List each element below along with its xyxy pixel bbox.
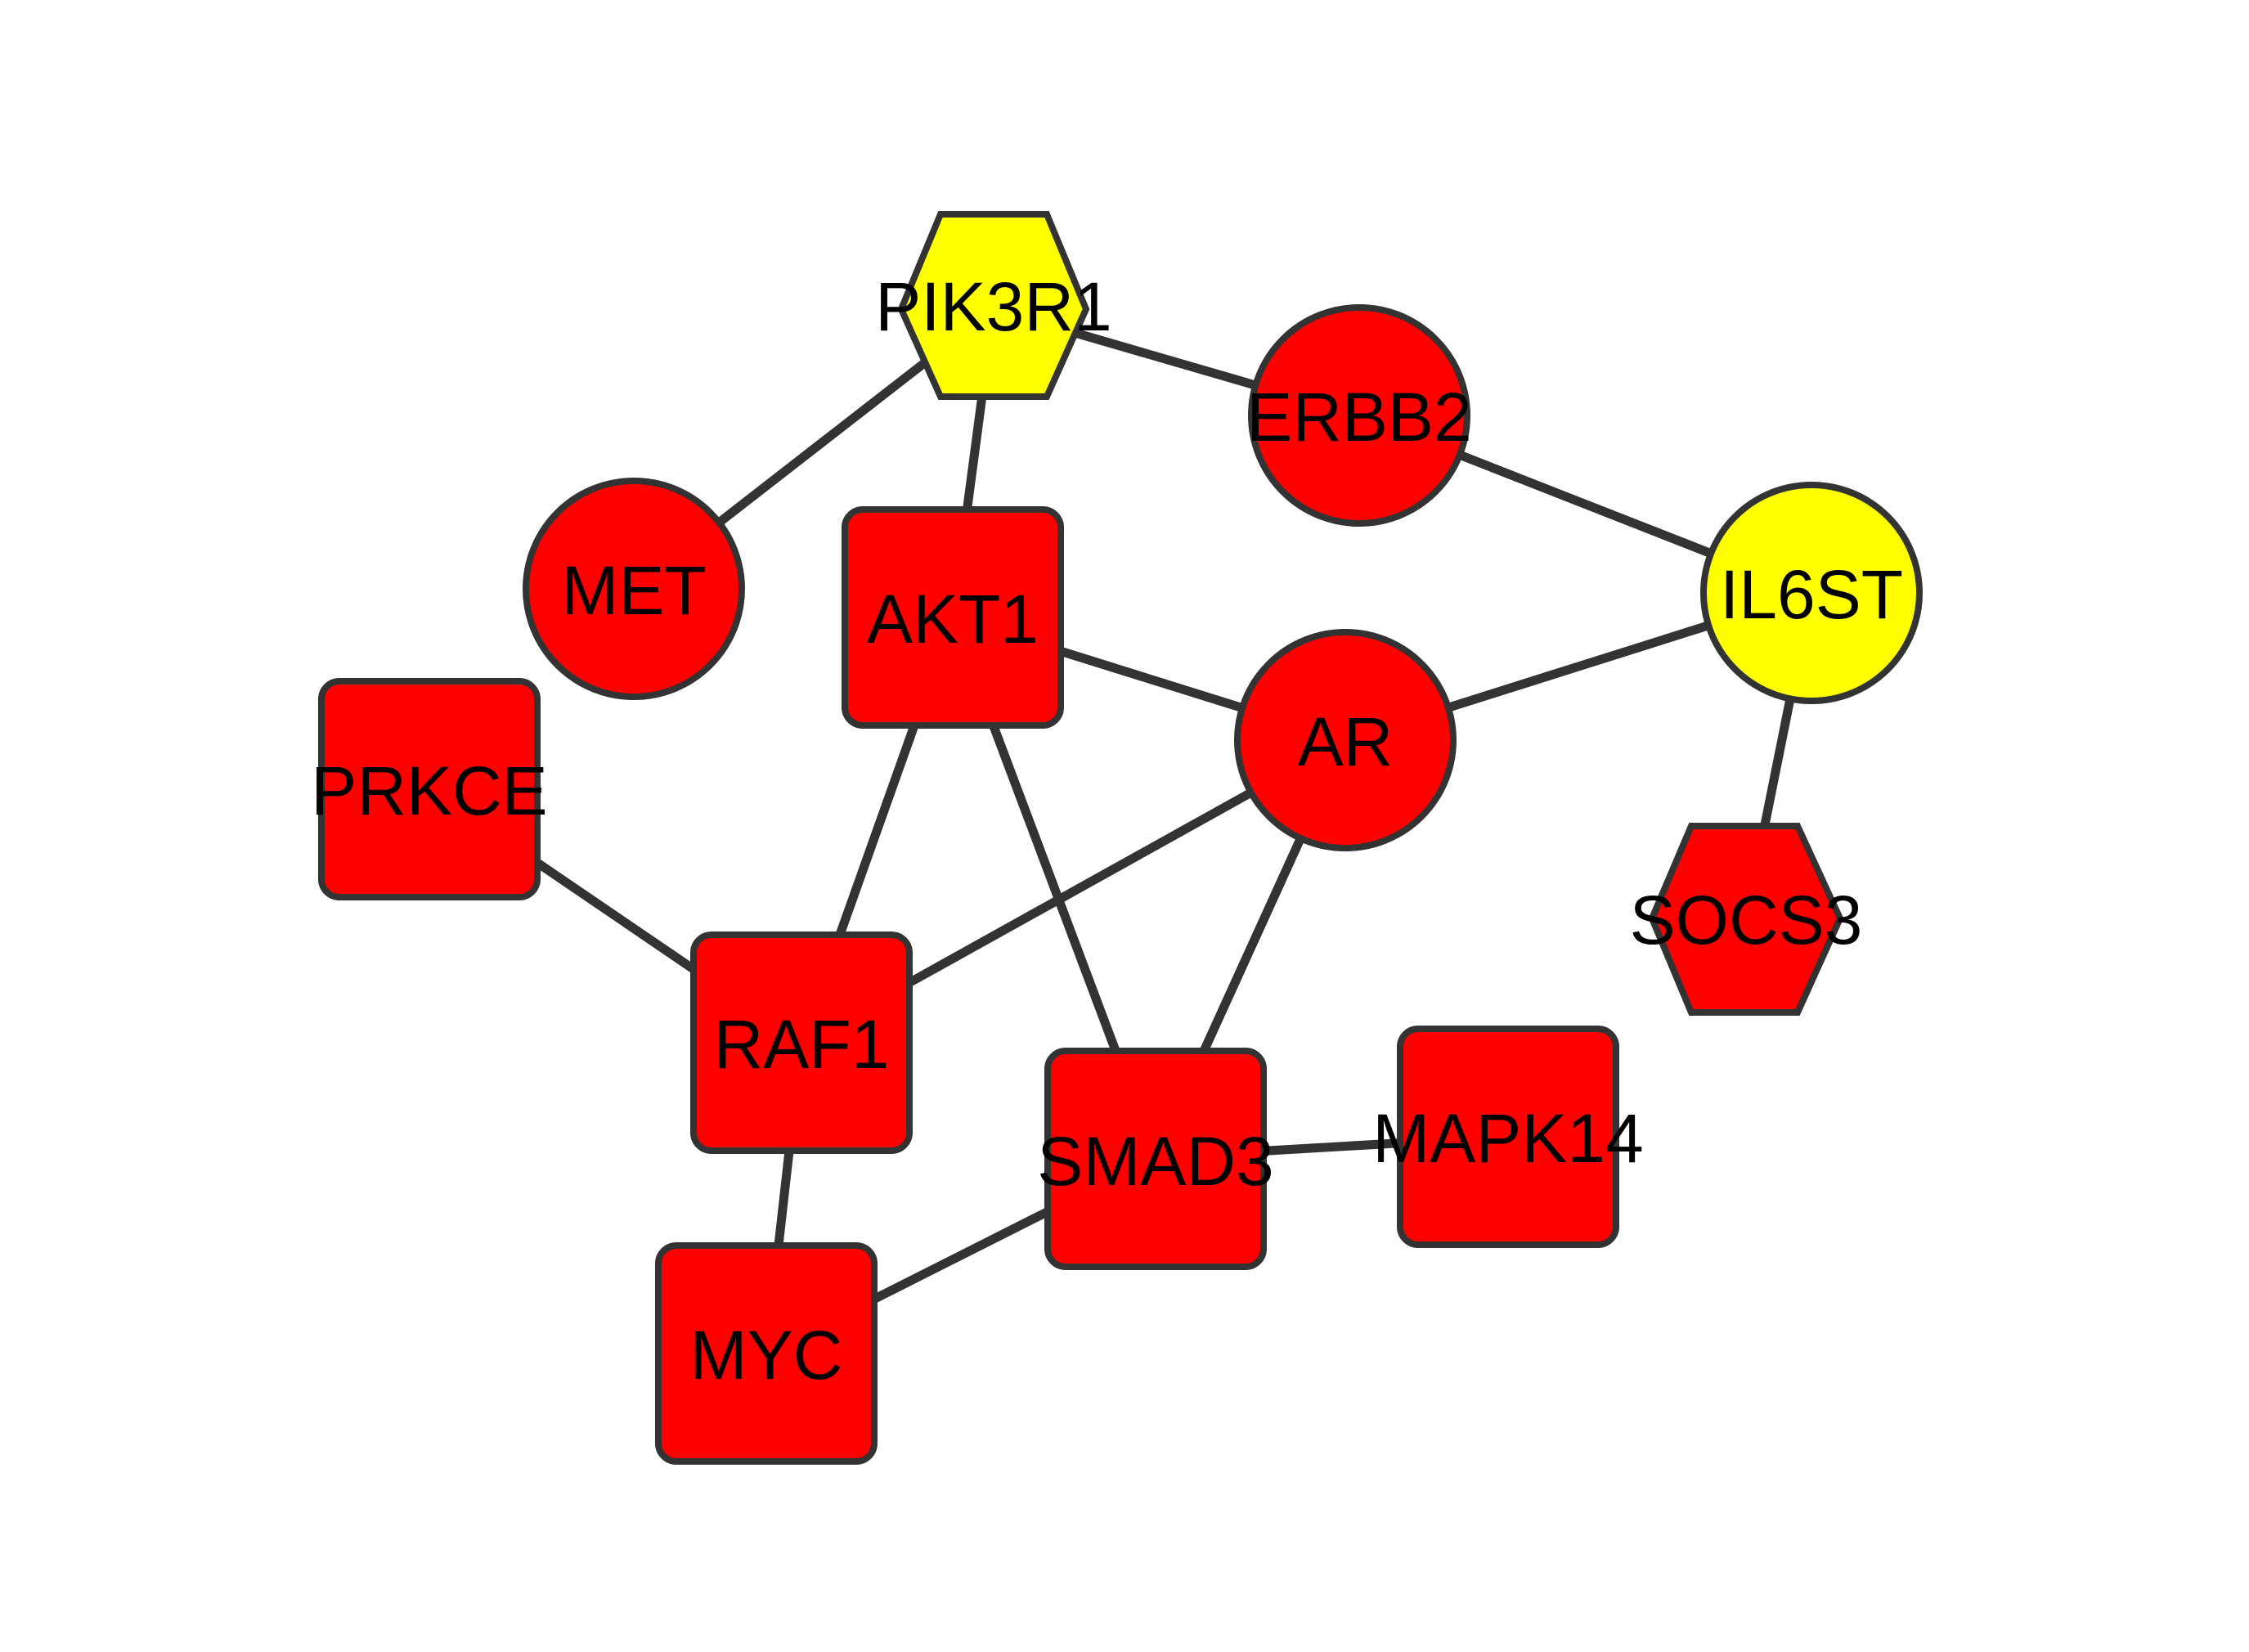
node-mapk14[interactable]: MAPK14 xyxy=(1372,1026,1644,1248)
node-akt1[interactable]: AKT1 xyxy=(842,506,1064,729)
node-il6st[interactable]: IL6ST xyxy=(1700,482,1923,704)
node-label-prkce: PRKCE xyxy=(311,752,547,829)
node-myc[interactable]: MYC xyxy=(655,1242,878,1465)
circle-shape xyxy=(1248,304,1470,527)
node-label-myc: MYC xyxy=(690,1317,843,1394)
node-label-pik3r1: PIK3R1 xyxy=(875,268,1112,345)
rounded-square-shape xyxy=(1044,1048,1267,1270)
node-label-socs3: SOCS3 xyxy=(1630,882,1863,958)
rounded-square-shape xyxy=(655,1242,878,1465)
node-raf1[interactable]: RAF1 xyxy=(690,931,913,1154)
rounded-square-shape xyxy=(690,931,913,1154)
rounded-square-shape xyxy=(318,678,541,900)
rounded-square-shape xyxy=(1397,1026,1619,1248)
node-label-mapk14: MAPK14 xyxy=(1372,1100,1644,1177)
hexagon-shape xyxy=(897,211,1090,400)
node-layer: PIK3R1 ERBB2 IL6ST MET AKT1 AR xyxy=(311,211,1923,1465)
node-prkce[interactable]: PRKCE xyxy=(311,678,548,900)
node-met[interactable]: MET xyxy=(523,478,745,700)
node-label-smad3: SMAD3 xyxy=(1037,1123,1273,1200)
node-pik3r1[interactable]: PIK3R1 xyxy=(875,211,1112,400)
circle-shape xyxy=(1234,629,1457,851)
hexagon-shape xyxy=(1648,823,1844,1016)
rounded-square-shape xyxy=(842,506,1064,729)
circle-shape xyxy=(523,478,745,700)
node-label-ar: AR xyxy=(1298,703,1394,780)
node-label-raf1: RAF1 xyxy=(714,1006,890,1083)
node-smad3[interactable]: SMAD3 xyxy=(1037,1048,1274,1270)
node-socs3[interactable]: SOCS3 xyxy=(1630,823,1863,1016)
node-label-erbb2: ERBB2 xyxy=(1246,379,1471,456)
circle-shape xyxy=(1700,482,1923,704)
node-label-il6st: IL6ST xyxy=(1720,556,1903,633)
node-label-akt1: AKT1 xyxy=(867,581,1039,658)
node-label-met: MET xyxy=(561,552,706,629)
node-erbb2[interactable]: ERBB2 xyxy=(1246,304,1472,527)
node-ar[interactable]: AR xyxy=(1234,629,1457,851)
